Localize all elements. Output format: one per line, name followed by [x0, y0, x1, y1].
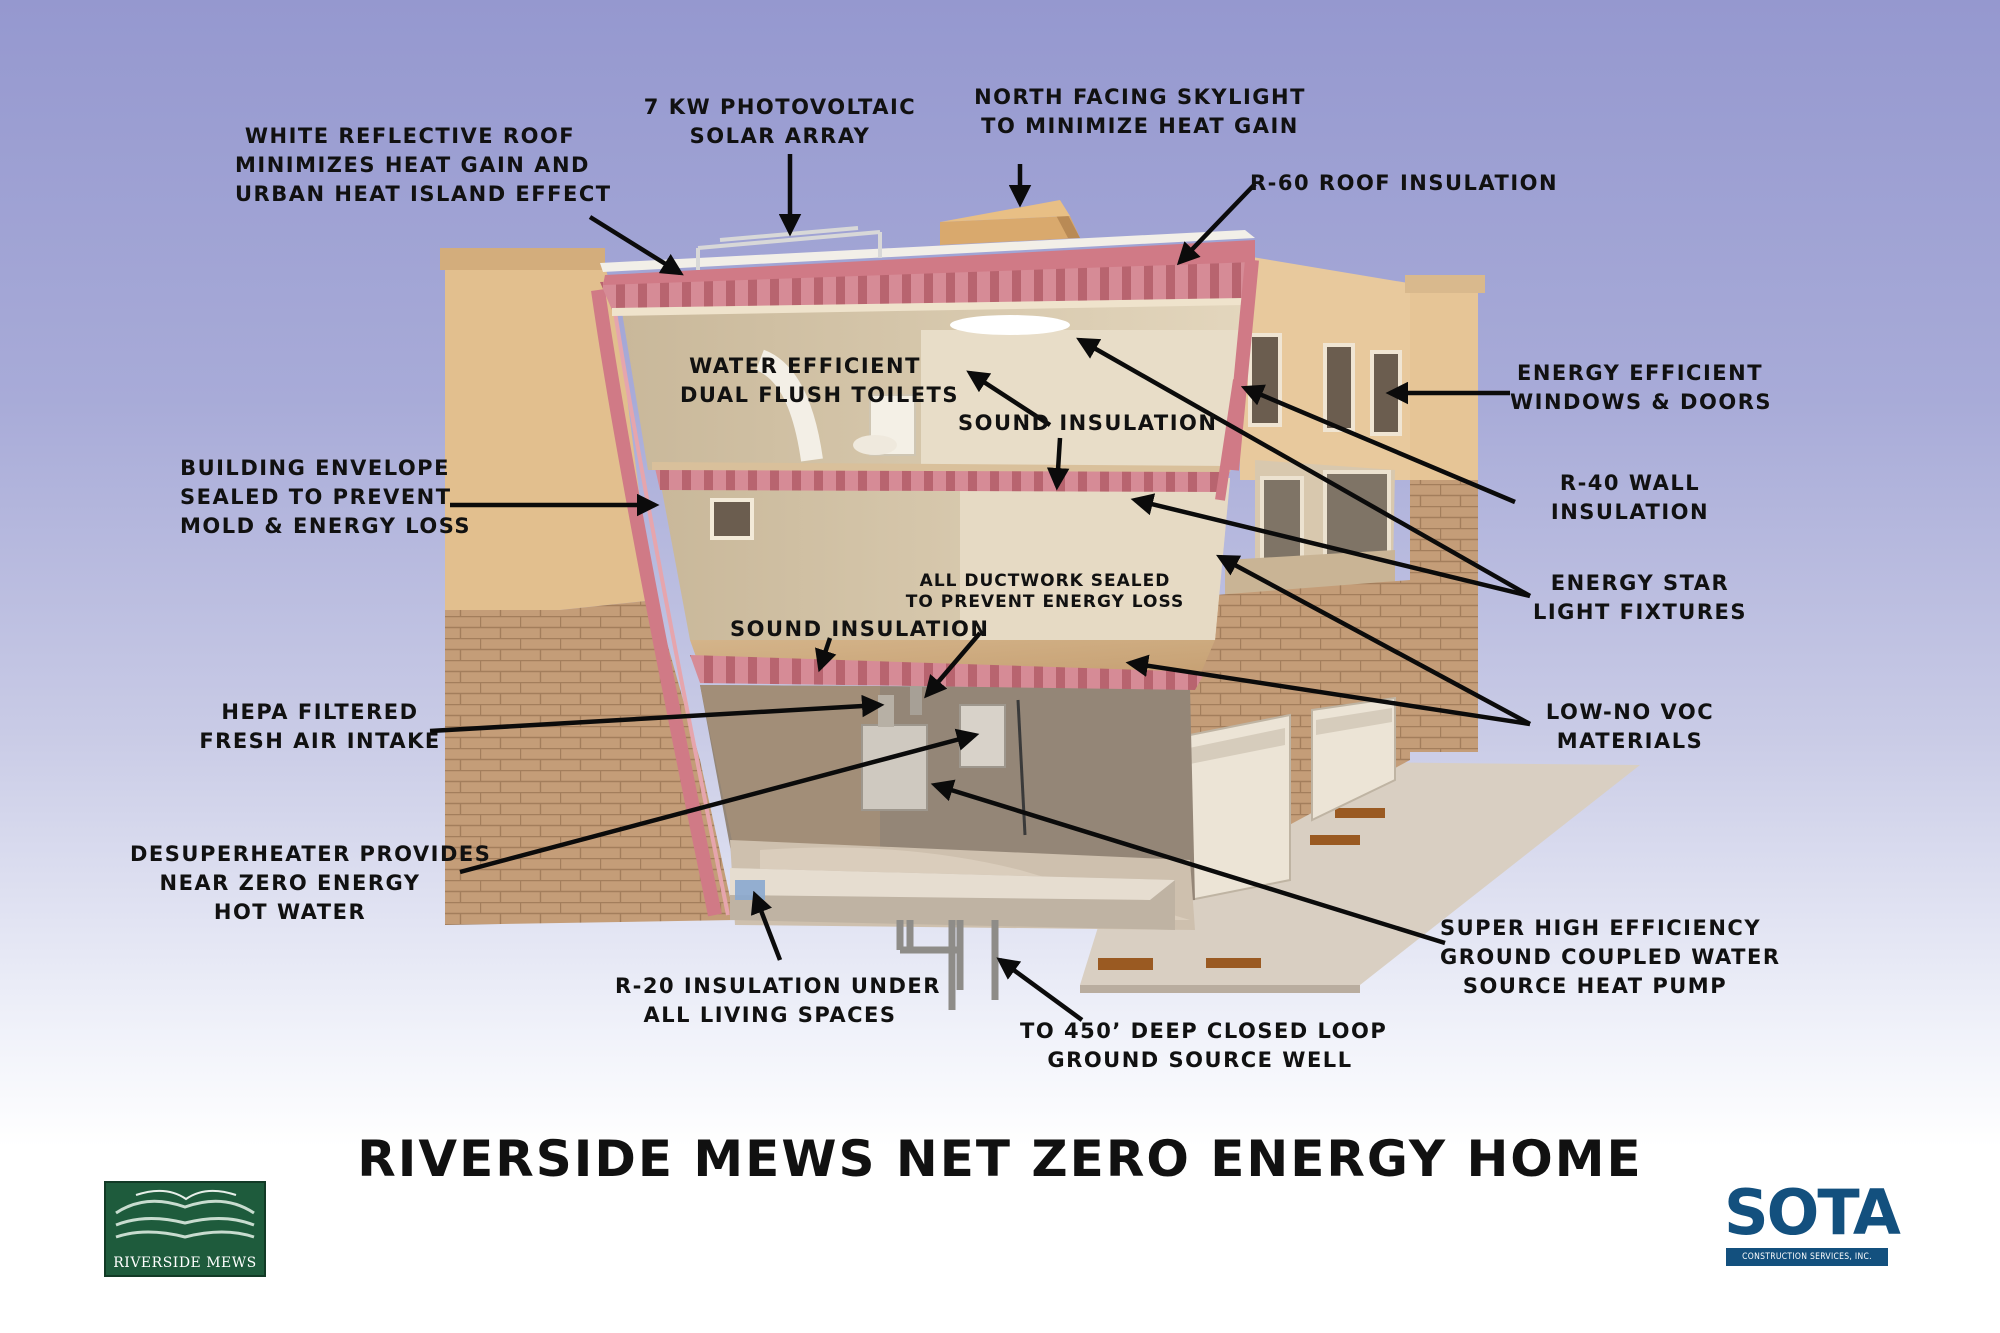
- callout-line: SEALED TO PREVENT: [180, 485, 452, 509]
- riverside-mews-logo: RIVERSIDE MEWS: [104, 1181, 266, 1277]
- logo-text: RIVERSIDE MEWS: [113, 1255, 257, 1271]
- callout-light-fixtures: ENERGY STAR LIGHT FIXTURES: [1530, 569, 1750, 627]
- callout-line: INSULATION: [1550, 500, 1710, 524]
- callout-voc: LOW-NO VOC MATERIALS: [1530, 698, 1730, 756]
- callout-roof-insulation: R-60 ROOF INSULATION: [1250, 169, 1559, 198]
- callout-line: ENERGY STAR: [1550, 571, 1730, 595]
- callout-arrows: [429, 154, 1532, 1022]
- callout-solar-array: 7 KW PHOTOVOLTAIC SOLAR ARRAY: [630, 93, 930, 151]
- callout-line: LOW-NO VOC: [1545, 700, 1715, 724]
- callout-line: HEPA FILTERED: [221, 700, 419, 724]
- callout-line: WATER EFFICIENT: [689, 354, 921, 378]
- callout-line: SOUND INSULATION: [730, 617, 990, 641]
- callout-wall-insulation: R-40 WALL INSULATION: [1530, 469, 1730, 527]
- callout-ground-well: TO 450’ DEEP CLOSED LOOP GROUND SOURCE W…: [1020, 1017, 1388, 1075]
- callout-line: BUILDING ENVELOPE: [180, 456, 450, 480]
- callout-line: MATERIALS: [1556, 729, 1704, 753]
- upper-floor-insulation: [655, 468, 1230, 492]
- callout-line: GROUND COUPLED WATER: [1440, 945, 1781, 969]
- callout-line: SUPER HIGH EFFICIENCY: [1440, 916, 1762, 940]
- callout-line: URBAN HEAT ISLAND EFFECT: [235, 182, 612, 206]
- callout-line: ALL DUCTWORK SEALED: [919, 571, 1171, 591]
- callout-windows-doors: ENERGY EFFICIENT WINDOWS & DOORS: [1510, 359, 1772, 417]
- callout-line: TO 450’ DEEP CLOSED LOOP: [1020, 1019, 1388, 1043]
- logo-mark: SOTA: [1724, 1176, 1901, 1249]
- callout-line: MINIMIZES HEAT GAIN AND: [235, 153, 590, 177]
- callout-line: DESUPERHEATER PROVIDES: [130, 842, 492, 866]
- roof-insulation: [600, 262, 1252, 310]
- callout-line: ALL LIVING SPACES: [643, 1003, 897, 1027]
- callout-line: WINDOWS & DOORS: [1510, 390, 1772, 414]
- callout-line: NORTH FACING SKYLIGHT: [974, 85, 1306, 109]
- callout-line: SOURCE HEAT PUMP: [1462, 974, 1728, 998]
- riverside-mews-emblem: [115, 1189, 255, 1239]
- callout-line: 7 KW PHOTOVOLTAIC: [643, 95, 917, 119]
- callout-line: LIGHT FIXTURES: [1532, 600, 1747, 624]
- callout-envelope: BUILDING ENVELOPE SEALED TO PREVENT MOLD…: [180, 454, 472, 541]
- callout-sound-insulation-upper: SOUND INSULATION: [958, 409, 1218, 438]
- callout-sound-insulation-lower: SOUND INSULATION: [730, 615, 990, 644]
- callout-ductwork: ALL DUCTWORK SEALED TO PREVENT ENERGY LO…: [905, 571, 1185, 613]
- callout-line: HOT WATER: [213, 900, 367, 924]
- callout-line: R-20 INSULATION UNDER: [615, 974, 941, 998]
- callout-line: SOUND INSULATION: [958, 411, 1218, 435]
- callout-line: DUAL FLUSH TOILETS: [680, 383, 959, 407]
- callout-line: R-60 ROOF INSULATION: [1250, 171, 1559, 195]
- callout-r20: R-20 INSULATION UNDER ALL LIVING SPACES: [615, 972, 941, 1030]
- callout-desuperheater: DESUPERHEATER PROVIDES NEAR ZERO ENERGY …: [130, 840, 492, 927]
- left-wall-brick: [445, 600, 735, 925]
- heat-pump-unit: [861, 724, 928, 811]
- callout-line: GROUND SOURCE WELL: [1047, 1048, 1353, 1072]
- page-title: RIVERSIDE MEWS NET ZERO ENERGY HOME: [357, 1130, 1643, 1188]
- callout-line: R-40 WALL: [1559, 471, 1701, 495]
- callout-line: WHITE REFLECTIVE ROOF: [244, 124, 576, 148]
- logo-subtitle: CONSTRUCTION SERVICES, INC.: [1726, 1248, 1888, 1266]
- callout-line: ENERGY EFFICIENT: [1516, 361, 1764, 385]
- callout-hepa: HEPA FILTERED FRESH AIR INTAKE: [195, 698, 445, 756]
- sota-logo: SOTA CONSTRUCTION SERVICES, INC.: [1724, 1176, 1901, 1268]
- callout-heat-pump: SUPER HIGH EFFICIENCY GROUND COUPLED WAT…: [1440, 914, 1781, 1001]
- callout-line: TO PREVENT ENERGY LOSS: [905, 592, 1185, 612]
- callout-line: MOLD & ENERGY LOSS: [180, 514, 472, 538]
- callout-skylight: NORTH FACING SKYLIGHT TO MINIMIZE HEAT G…: [965, 83, 1315, 141]
- callout-dual-flush: WATER EFFICIENT DUAL FLUSH TOILETS: [680, 352, 959, 410]
- callout-line: TO MINIMIZE HEAT GAIN: [981, 114, 1299, 138]
- callout-line: FRESH AIR INTAKE: [199, 729, 441, 753]
- callout-line: NEAR ZERO ENERGY: [159, 871, 421, 895]
- callout-reflective-roof: WHITE REFLECTIVE ROOF MINIMIZES HEAT GAI…: [235, 122, 612, 209]
- callout-line: SOLAR ARRAY: [689, 124, 871, 148]
